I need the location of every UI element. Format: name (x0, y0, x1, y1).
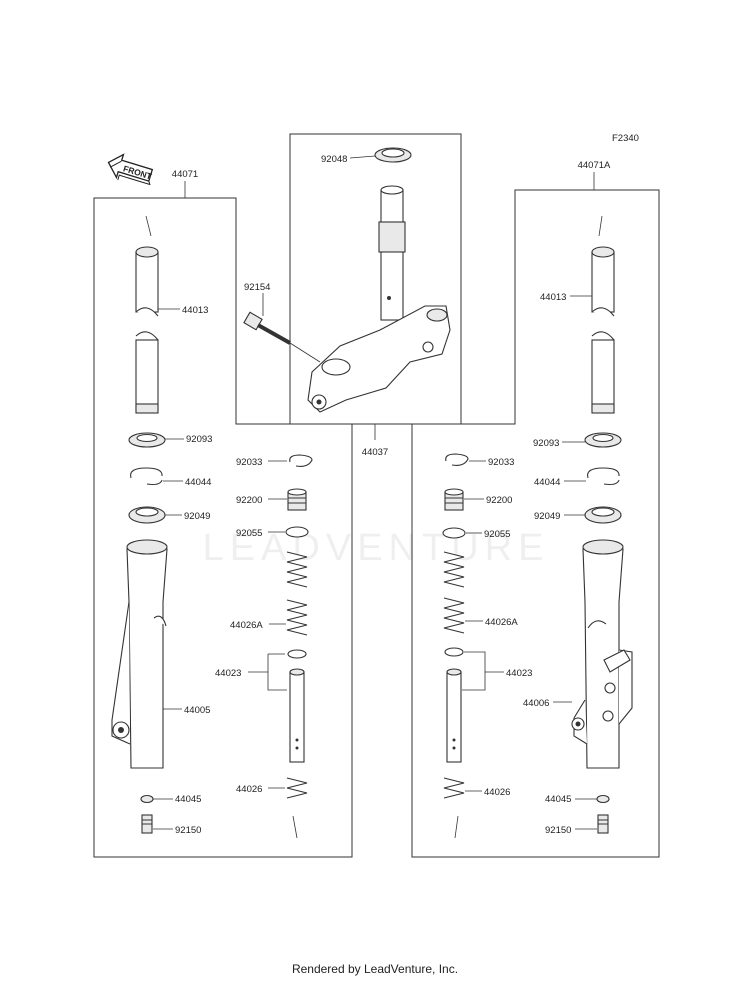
label-92033-right: 92033 (488, 457, 514, 468)
label-44005: 44005 (184, 705, 210, 716)
damper-rod-44023-left-part (287, 649, 307, 763)
label-44026a-right: 44026A (485, 617, 518, 628)
label-44071: 44071 (172, 169, 198, 180)
washer-44045-right-part (596, 794, 610, 804)
bolt-92154-part (243, 311, 291, 345)
label-92055-left: 92055 (236, 528, 262, 539)
washer-44045-left-part (140, 794, 154, 804)
label-44044-right: 44044 (534, 477, 560, 488)
spring-44026-right-part (443, 777, 465, 799)
watermark: LEADVENTURE (203, 527, 550, 569)
bolt-92150-right-part (597, 814, 609, 834)
label-44044-left: 44044 (185, 477, 211, 488)
label-44026a-left: 44026A (230, 620, 263, 631)
bushing-92049-right-part (584, 506, 622, 524)
o-ring-92055-right-part (442, 527, 466, 539)
label-92049-right: 92049 (534, 511, 560, 522)
spring-44026a-left-part (286, 551, 308, 636)
clip-44044-left-part (130, 467, 163, 486)
label-92055-right: 92055 (484, 529, 510, 540)
label-92093-left: 92093 (186, 434, 212, 445)
outer-tube-44005-part (111, 539, 168, 769)
inner-tube-44013-right-part (591, 246, 615, 414)
label-92048: 92048 (321, 154, 347, 165)
clip-44044-right-part (587, 467, 620, 486)
label-44045-left: 44045 (175, 794, 201, 805)
label-44013-left: 44013 (182, 305, 208, 316)
label-92200-left: 92200 (236, 495, 262, 506)
inner-tube-44013-left-part (135, 246, 159, 414)
outer-tube-44006-part (571, 539, 633, 769)
label-92033-left: 92033 (236, 457, 262, 468)
cap-92200-left-part (287, 488, 307, 511)
label-44023-right: 44023 (506, 668, 532, 679)
oil-seal-92093-right-part (584, 432, 622, 448)
label-92154: 92154 (244, 282, 270, 293)
label-44037: 44037 (362, 447, 388, 458)
circlip-92033-right-part (445, 453, 469, 466)
label-92150-right: 92150 (545, 825, 571, 836)
center-stem-frame (289, 133, 462, 425)
circlip-92033-left-part (289, 454, 313, 467)
o-ring-92055-left-part (285, 526, 309, 538)
damper-rod-44023-right-part (444, 647, 464, 763)
right-assembly-frame (411, 189, 660, 858)
spring-44026a-right-part (443, 551, 465, 634)
spring-44026-left-part (286, 777, 308, 799)
cap-92200-right-part (444, 488, 464, 511)
bushing-92049-left-part (128, 506, 166, 524)
label-44006: 44006 (523, 698, 549, 709)
figure-code: F2340 (612, 133, 639, 144)
label-92049-left: 92049 (184, 511, 210, 522)
oil-seal-92093-left-part (128, 432, 166, 448)
label-44026-right: 44026 (484, 787, 510, 798)
label-44023-left: 44023 (215, 668, 241, 679)
bolt-92150-left-part (141, 814, 153, 834)
label-92200-right: 92200 (486, 495, 512, 506)
label-44026-left: 44026 (236, 784, 262, 795)
label-44045-right: 44045 (545, 794, 571, 805)
footer-credit: Rendered by LeadVenture, Inc. (291, 962, 459, 976)
front-arrow-icon: FRONT (107, 153, 154, 186)
label-92093-right: 92093 (533, 438, 559, 449)
label-44071a: 44071A (578, 160, 611, 171)
label-44013-right: 44013 (540, 292, 566, 303)
label-92150-left: 92150 (175, 825, 201, 836)
steering-stem-part (307, 147, 451, 413)
